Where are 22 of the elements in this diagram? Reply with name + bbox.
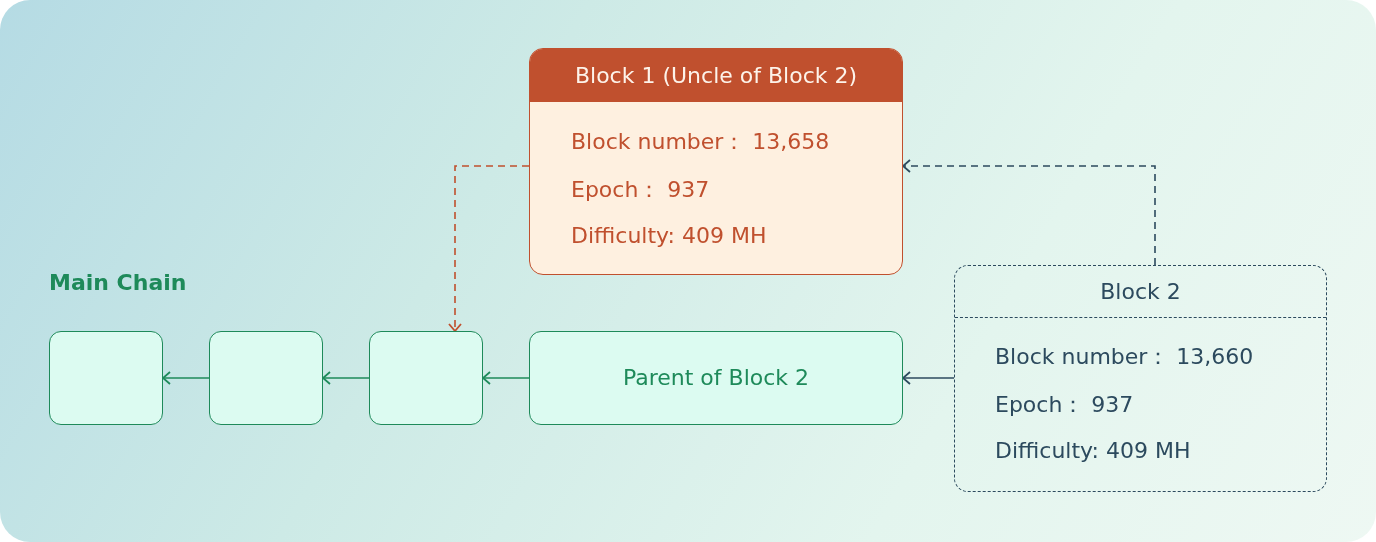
block-card [529, 48, 903, 275]
chain-title: Main Chain [49, 270, 187, 295]
field-text: Difficulty: 409 MH [995, 438, 1191, 463]
field-text: Block number： 13,658 [571, 128, 830, 156]
field-text: Epoch： 937 [995, 391, 1134, 419]
arrow [162, 371, 210, 385]
empty-block [49, 331, 163, 425]
block-box [529, 331, 903, 425]
arrow [902, 159, 1156, 266]
arrow [448, 165, 530, 332]
block-title: Block 1 (Uncle of Block 2) [530, 49, 902, 102]
block-card [954, 265, 1327, 492]
empty-block [369, 331, 483, 425]
field-text: Epoch： 937 [571, 176, 710, 204]
field-text: Block number： 13,660 [995, 343, 1254, 371]
arrow [322, 371, 370, 385]
block-title: Block 2 [955, 266, 1326, 318]
empty-block [209, 331, 323, 425]
arrow [902, 371, 955, 385]
block-label: Parent of Block 2 [621, 365, 811, 390]
arrow [482, 371, 530, 385]
field-text: Difficulty: 409 MH [571, 223, 767, 248]
